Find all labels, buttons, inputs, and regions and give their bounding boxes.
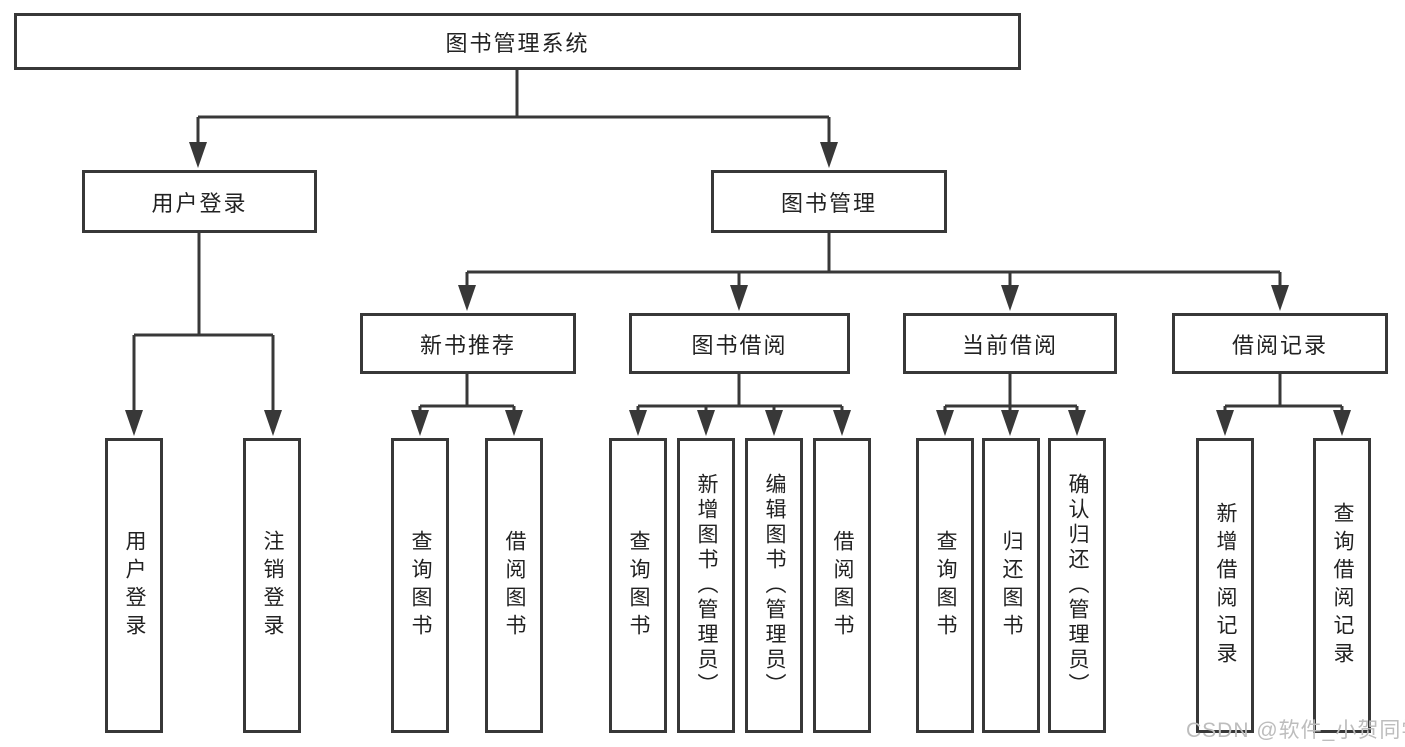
- leaf-br-query-record-label: 查询借阅记录: [1331, 501, 1355, 670]
- node-root: 图书管理系统: [14, 13, 1021, 70]
- node-new-book-recommend: 新书推荐: [360, 313, 576, 374]
- leaf-logout: 注销登录: [243, 438, 301, 733]
- node-book-borrowing-label: 图书借阅: [691, 332, 788, 358]
- leaf-br-add-record: 新增借阅记录: [1196, 438, 1254, 733]
- node-book-borrowing: 图书借阅: [629, 313, 850, 374]
- arrowhead-icon: [125, 410, 143, 436]
- arrowhead-icon: [411, 410, 429, 436]
- arrowhead-icon: [458, 285, 476, 311]
- node-book-management: 图书管理: [711, 170, 947, 233]
- arrowhead-icon: [264, 410, 282, 436]
- node-user-login: 用户登录: [82, 170, 317, 233]
- leaf-bb-add-books-admin: 新增图书（管理员）: [677, 438, 735, 733]
- node-current-borrowing: 当前借阅: [903, 313, 1117, 374]
- node-root-label: 图书管理系统: [445, 30, 590, 56]
- arrowhead-icon: [765, 410, 783, 436]
- leaf-cb-query-books-label: 查询图书: [934, 529, 958, 642]
- leaf-bb-edit-books-admin-label: 编辑图书（管理员）: [763, 473, 787, 698]
- leaf-br-add-record-label: 新增借阅记录: [1214, 501, 1238, 670]
- node-borrowing-records-label: 借阅记录: [1231, 332, 1328, 358]
- arrowhead-icon: [1001, 285, 1019, 311]
- arrowhead-icon: [629, 410, 647, 436]
- leaf-nbr-query-books: 查询图书: [391, 438, 449, 733]
- arrowhead-icon: [820, 142, 838, 168]
- leaf-nbr-query-books-label: 查询图书: [409, 529, 433, 642]
- leaf-cb-return-books-label: 归还图书: [1000, 529, 1024, 642]
- leaf-cb-query-books: 查询图书: [916, 438, 974, 733]
- arrowhead-icon: [1333, 410, 1351, 436]
- arrowhead-icon: [1001, 410, 1019, 436]
- node-borrowing-records: 借阅记录: [1172, 313, 1388, 374]
- arrowhead-icon: [730, 285, 748, 311]
- leaf-bb-query-books: 查询图书: [609, 438, 667, 733]
- arrowhead-icon: [833, 410, 851, 436]
- leaf-cb-confirm-return-admin: 确认归还（管理员）: [1048, 438, 1106, 733]
- leaf-br-query-record: 查询借阅记录: [1313, 438, 1371, 733]
- node-user-login-label: 用户登录: [151, 190, 248, 216]
- arrowhead-icon: [936, 410, 954, 436]
- leaf-cb-confirm-return-admin-label: 确认归还（管理员）: [1066, 473, 1090, 698]
- leaf-bb-borrow-books: 借阅图书: [813, 438, 871, 733]
- node-new-book-recommend-label: 新书推荐: [419, 332, 516, 358]
- leaf-bb-edit-books-admin: 编辑图书（管理员）: [745, 438, 803, 733]
- arrowhead-icon: [697, 410, 715, 436]
- leaf-bb-borrow-books-label: 借阅图书: [831, 529, 855, 642]
- node-current-borrowing-label: 当前借阅: [961, 332, 1058, 358]
- arrowhead-icon: [189, 142, 207, 168]
- leaf-nbr-borrow-books: 借阅图书: [485, 438, 543, 733]
- leaf-logout-label: 注销登录: [261, 529, 285, 642]
- node-book-management-label: 图书管理: [780, 190, 877, 216]
- arrowhead-icon: [505, 410, 523, 436]
- leaf-user-login: 用户登录: [105, 438, 163, 733]
- arrowhead-icon: [1068, 410, 1086, 436]
- leaf-bb-query-books-label: 查询图书: [627, 529, 651, 642]
- leaf-nbr-borrow-books-label: 借阅图书: [503, 529, 527, 642]
- arrowhead-icon: [1216, 410, 1234, 436]
- leaf-bb-add-books-admin-label: 新增图书（管理员）: [695, 473, 719, 698]
- csdn-watermark: CSDN @软件_小贺同学: [1186, 719, 1405, 742]
- arrowhead-icon: [1271, 285, 1289, 311]
- leaf-cb-return-books: 归还图书: [982, 438, 1040, 733]
- leaf-user-login-label: 用户登录: [123, 529, 147, 642]
